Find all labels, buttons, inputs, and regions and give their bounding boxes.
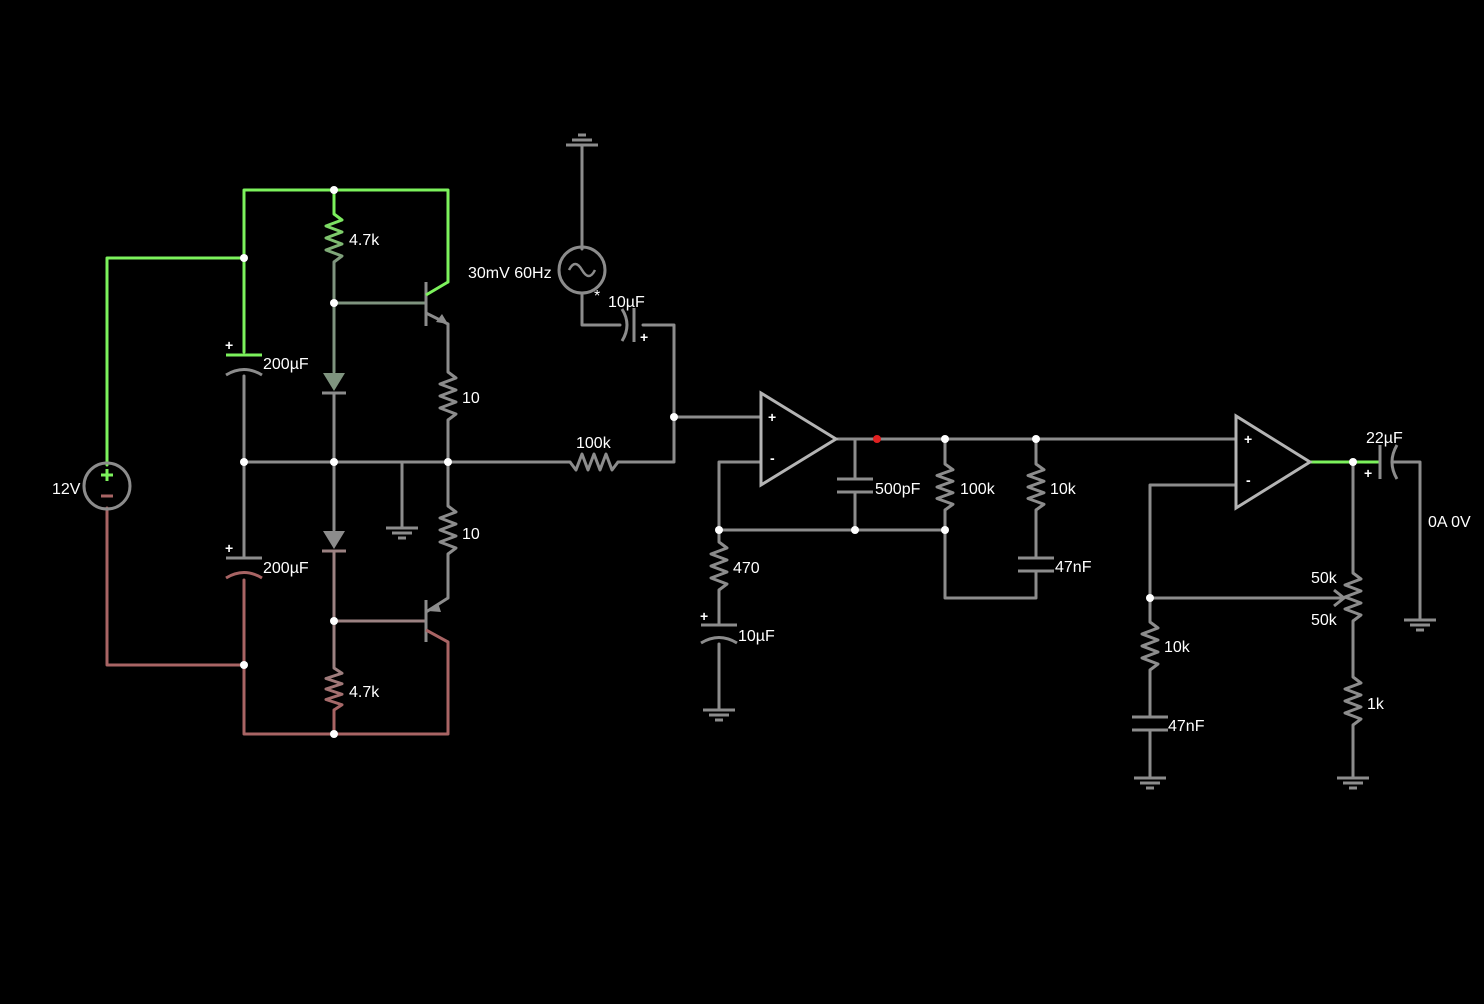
label-res-in2: 10k [1164, 639, 1191, 656]
transistor-npn-top[interactable] [424, 280, 449, 326]
ac-signal-source[interactable] [557, 245, 607, 295]
positive-rail-wire[interactable] [105, 188, 450, 467]
label-cap-fb: 47nF [1055, 559, 1092, 576]
label-res-bias-bottom: 4.7k [349, 684, 380, 701]
junction-node [851, 526, 859, 534]
junction-node [1349, 458, 1357, 466]
capacitor-10uf-input[interactable] [620, 308, 636, 342]
junction-node [240, 254, 248, 262]
label-pot-top: 50k [1311, 570, 1338, 587]
components [82, 133, 1436, 790]
label-opamp2-minus: - [1246, 472, 1251, 488]
label-res-emitter-bottom: 10 [462, 526, 480, 543]
capacitor-500pf[interactable] [837, 477, 873, 494]
junction-node [1146, 594, 1154, 602]
bias-top-wire[interactable] [332, 260, 428, 374]
ground-emitter[interactable] [386, 526, 418, 540]
label-cap-input: 10µF [608, 294, 645, 311]
label-cap-top: 200µF [263, 356, 309, 373]
label-opamp1-plus: + [768, 409, 776, 425]
diode-top[interactable] [322, 373, 346, 395]
label-cap-bottom-plus: + [225, 540, 233, 556]
potentiometer-wiper[interactable] [1326, 588, 1347, 608]
junction-node [240, 458, 248, 466]
grounds [386, 133, 1436, 790]
nodes [240, 186, 1357, 738]
junction-node [1032, 435, 1040, 443]
label-cap-input-plus: + [640, 329, 648, 345]
label-output-reading: 0A 0V [1428, 514, 1471, 531]
ground-pot[interactable] [1337, 776, 1369, 790]
junction-node [670, 413, 678, 421]
label-res-fb2: 10k [1050, 481, 1077, 498]
probe-node[interactable] [873, 435, 881, 443]
voltage-source-12v[interactable] [82, 461, 132, 511]
resistor-100k-feed[interactable] [568, 452, 620, 472]
label-opamp1-minus: - [770, 450, 775, 466]
opamp-1[interactable] [759, 390, 839, 488]
label-res-feed: 100k [576, 435, 612, 452]
ground-gain[interactable] [703, 708, 735, 722]
resistor-10k-fb[interactable] [1026, 462, 1046, 512]
resistor-4k7-top[interactable] [324, 212, 344, 264]
capacitor-22uf-output[interactable] [1378, 444, 1399, 480]
resistor-1k[interactable] [1343, 675, 1363, 727]
junction-node [941, 435, 949, 443]
capacitor-47nf-feedback[interactable] [1018, 556, 1054, 573]
label-cap-top-plus: + [225, 337, 233, 353]
label-signal-source: 30mV 60Hz [468, 265, 552, 282]
capacitor-47nf-input2[interactable] [1132, 715, 1168, 732]
bias-bottom-wire[interactable] [332, 550, 428, 670]
label-res-gain: 470 [733, 560, 760, 577]
label-cap-gain-plus: + [700, 608, 708, 624]
label-cap-in2: 47nF [1168, 718, 1205, 735]
label-res-bottom: 1k [1367, 696, 1385, 713]
resistor-10k-in2[interactable] [1140, 620, 1160, 672]
junction-node [941, 526, 949, 534]
junction-node [330, 458, 338, 466]
resistor-10-top[interactable] [438, 370, 458, 422]
label-signal-star: * [594, 288, 600, 305]
diode-bottom[interactable] [322, 531, 346, 553]
resistor-100k-fb[interactable] [935, 462, 955, 512]
label-res-emitter-top: 10 [462, 390, 480, 407]
junction-node [330, 299, 338, 307]
ground-signal[interactable] [566, 133, 598, 147]
ground-input2[interactable] [1134, 776, 1166, 790]
capacitor-200uf-bottom[interactable] [225, 556, 263, 580]
opamp-2[interactable] [1234, 413, 1313, 511]
capacitor-10uf-gain[interactable] [700, 623, 738, 645]
resistors [324, 212, 1363, 727]
junction-node [330, 730, 338, 738]
resistor-10-bottom[interactable] [438, 504, 458, 556]
label-cap-bottom: 200µF [263, 560, 309, 577]
label-opamp2-plus: + [1244, 431, 1252, 447]
label-cap-comp: 500pF [875, 481, 921, 498]
junction-node [330, 186, 338, 194]
label-res-fb1: 100k [960, 481, 996, 498]
label-pot-bottom: 50k [1311, 612, 1338, 629]
label-supply-voltage: 12V [52, 481, 81, 498]
label-cap-out-plus: + [1364, 465, 1372, 481]
resistor-470[interactable] [709, 540, 729, 592]
labels: 12V + 200µF + 200µF 4.7k 4.7k 10 10 30mV… [52, 232, 1471, 735]
junction-node [715, 526, 723, 534]
junction-node [330, 617, 338, 625]
transistor-pnp-bottom[interactable] [424, 596, 449, 644]
resistor-4k7-bottom[interactable] [324, 666, 344, 712]
capacitor-200uf-top[interactable] [225, 353, 263, 377]
ground-output[interactable] [1404, 618, 1436, 632]
junction-node [444, 458, 452, 466]
label-res-bias-top: 4.7k [349, 232, 380, 249]
label-cap-gain: 10µF [738, 628, 775, 645]
junction-node [240, 661, 248, 669]
label-cap-out: 22µF [1366, 430, 1403, 447]
